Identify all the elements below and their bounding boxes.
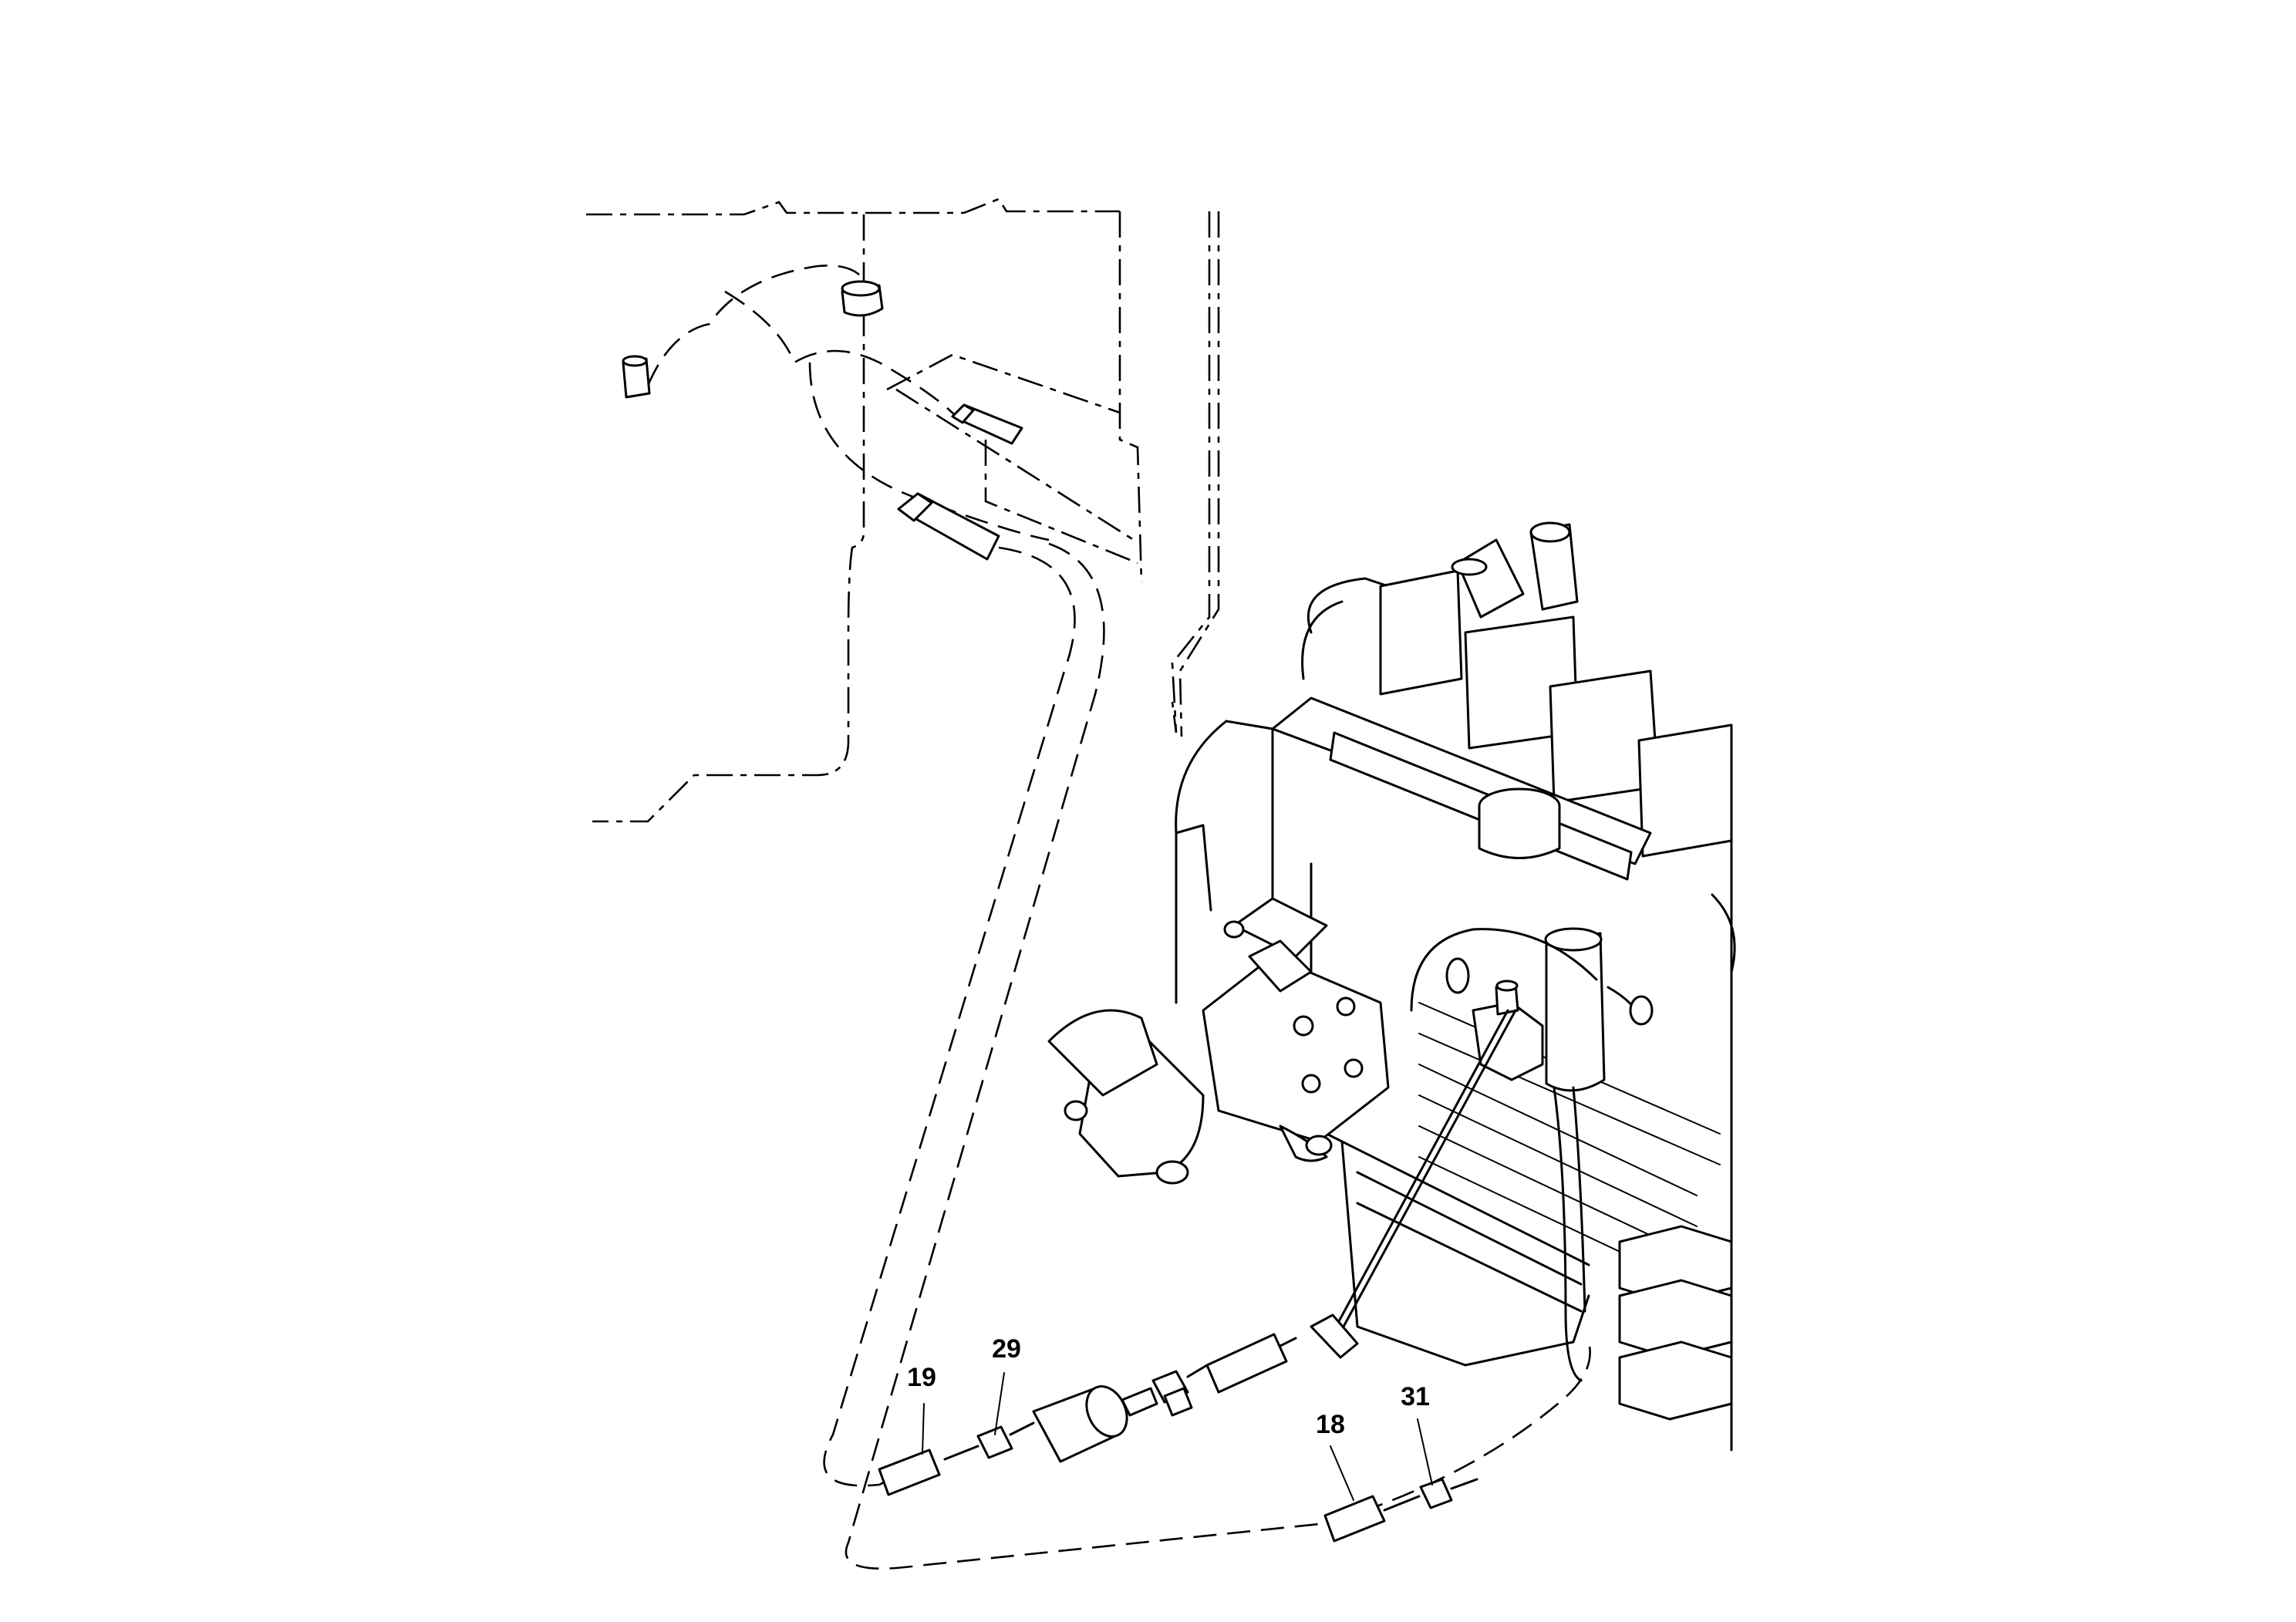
supply-hose <box>823 542 1591 1570</box>
engine-assembly <box>1047 521 1736 1452</box>
callout-18: 18 <box>1316 1410 1345 1439</box>
hose-end-cap-right <box>841 280 884 317</box>
leader-19 <box>922 1403 925 1455</box>
callout-29: 29 <box>992 1334 1021 1364</box>
leader-29 <box>994 1372 1005 1435</box>
leader-31 <box>1417 1418 1433 1485</box>
leader-18 <box>1330 1445 1354 1501</box>
callout-31: 31 <box>1401 1382 1430 1411</box>
callout-19: 19 <box>907 1363 936 1392</box>
fuel-tank-outline <box>586 197 1220 823</box>
hose-end-cap-left <box>622 355 651 399</box>
fuel-line-parts <box>878 1009 1517 1543</box>
leader-lines <box>922 1372 1433 1501</box>
tank-fitting-lower <box>897 492 1000 561</box>
tank-fitting-upper <box>951 403 1023 445</box>
